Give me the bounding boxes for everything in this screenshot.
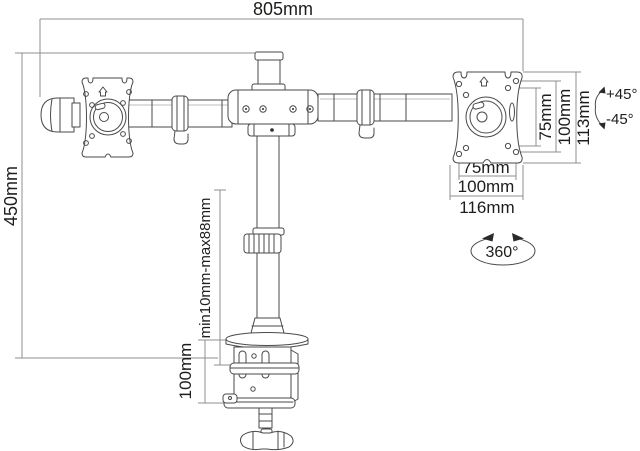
vesa-horizontal-outer-label: 116mm — [459, 198, 514, 217]
vesa-arrow-hole — [98, 86, 108, 97]
hub-collar — [247, 123, 296, 137]
pole-lower — [256, 135, 280, 319]
vesa-plate-left — [81, 77, 134, 158]
cable-hook-left — [173, 130, 189, 145]
column-height-label: 450mm — [1, 166, 21, 226]
dim-vesa-vertical: 75mm 100mm 113mm — [510, 71, 593, 164]
swivel-indicator: 360° — [470, 233, 536, 266]
desk-thickness-label: min10mm-max88mm — [197, 198, 214, 339]
clamp-middle-shelf — [229, 362, 300, 375]
vesa-screw-holes-left — [83, 89, 132, 146]
tilt-down-arrow-icon — [598, 122, 606, 130]
vesa-arrow-hole — [479, 76, 489, 87]
vesa-plate-right — [452, 71, 523, 164]
height-adjustment-ring — [243, 227, 285, 254]
tilt-up-arrow-icon — [598, 86, 606, 94]
center-hub — [227, 89, 319, 125]
hub-screws — [242, 105, 314, 113]
swivel-label: 360° — [485, 244, 518, 261]
vesa-horizontal-mid-label: 100mm — [458, 177, 515, 196]
desk-clamp — [222, 332, 309, 451]
clamp-side-lever — [222, 393, 238, 404]
arm-span-label: 805mm — [253, 0, 313, 19]
tilt-down-label: -45° — [606, 111, 634, 128]
tilt-up-label: +45° — [606, 86, 637, 103]
pole-upper — [251, 51, 286, 93]
clamp-height-label: 100mm — [176, 343, 195, 400]
clamp-screw-rod — [258, 407, 273, 429]
clamp-bracket — [233, 346, 299, 404]
vesa-vertical-mid-label: 100mm — [555, 89, 574, 146]
swivel-right-arrow-icon — [512, 233, 524, 242]
cable-hook-right — [358, 124, 375, 139]
clamp-knob — [240, 428, 294, 451]
dim-arm-span: 805mm — [39, 0, 524, 97]
vesa-vertical-inner-label: 75mm — [536, 93, 555, 140]
arm-end-cap — [40, 97, 81, 133]
tilt-indicator: +45° -45° — [594, 86, 637, 130]
vesa-screw-holes-right — [455, 77, 520, 158]
clamp-top-plate — [225, 332, 309, 349]
vesa-vertical-outer-label: 113mm — [574, 90, 593, 145]
cable-clip-left — [171, 95, 189, 132]
pole-base — [250, 317, 285, 334]
dim-column-height: 450mm — [1, 52, 255, 359]
swivel-left-arrow-icon — [482, 233, 494, 242]
arm-tube-right — [317, 93, 453, 122]
dim-clamp-height: 100mm — [176, 339, 227, 404]
cable-clip-right — [356, 89, 375, 126]
dim-desk-thickness: min10mm-max88mm — [197, 189, 233, 366]
